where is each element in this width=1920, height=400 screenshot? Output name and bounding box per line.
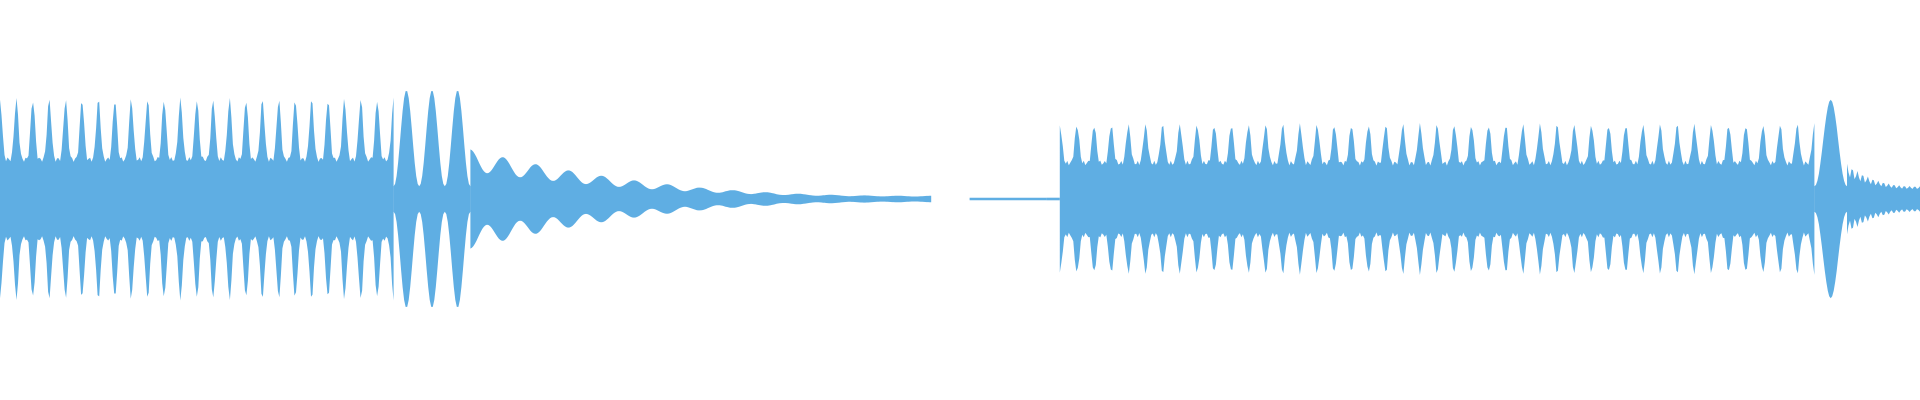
waveform-segment-silence-trace-1: [969, 197, 1047, 201]
waveform-segment-burst-1-swell: [393, 91, 471, 307]
waveform-segments: [0, 91, 1920, 307]
waveform-segment-burst-1-decay: [470, 149, 932, 249]
waveform-segment-burst-2-swell: [1814, 99, 1847, 299]
waveform-segment-burst-2: [1059, 123, 1815, 275]
waveform-segment-burst-1: [0, 97, 394, 301]
waveform-segment-silence-trace-2: [1046, 197, 1060, 201]
waveform-segment-burst-2-decay: [1847, 163, 1920, 235]
